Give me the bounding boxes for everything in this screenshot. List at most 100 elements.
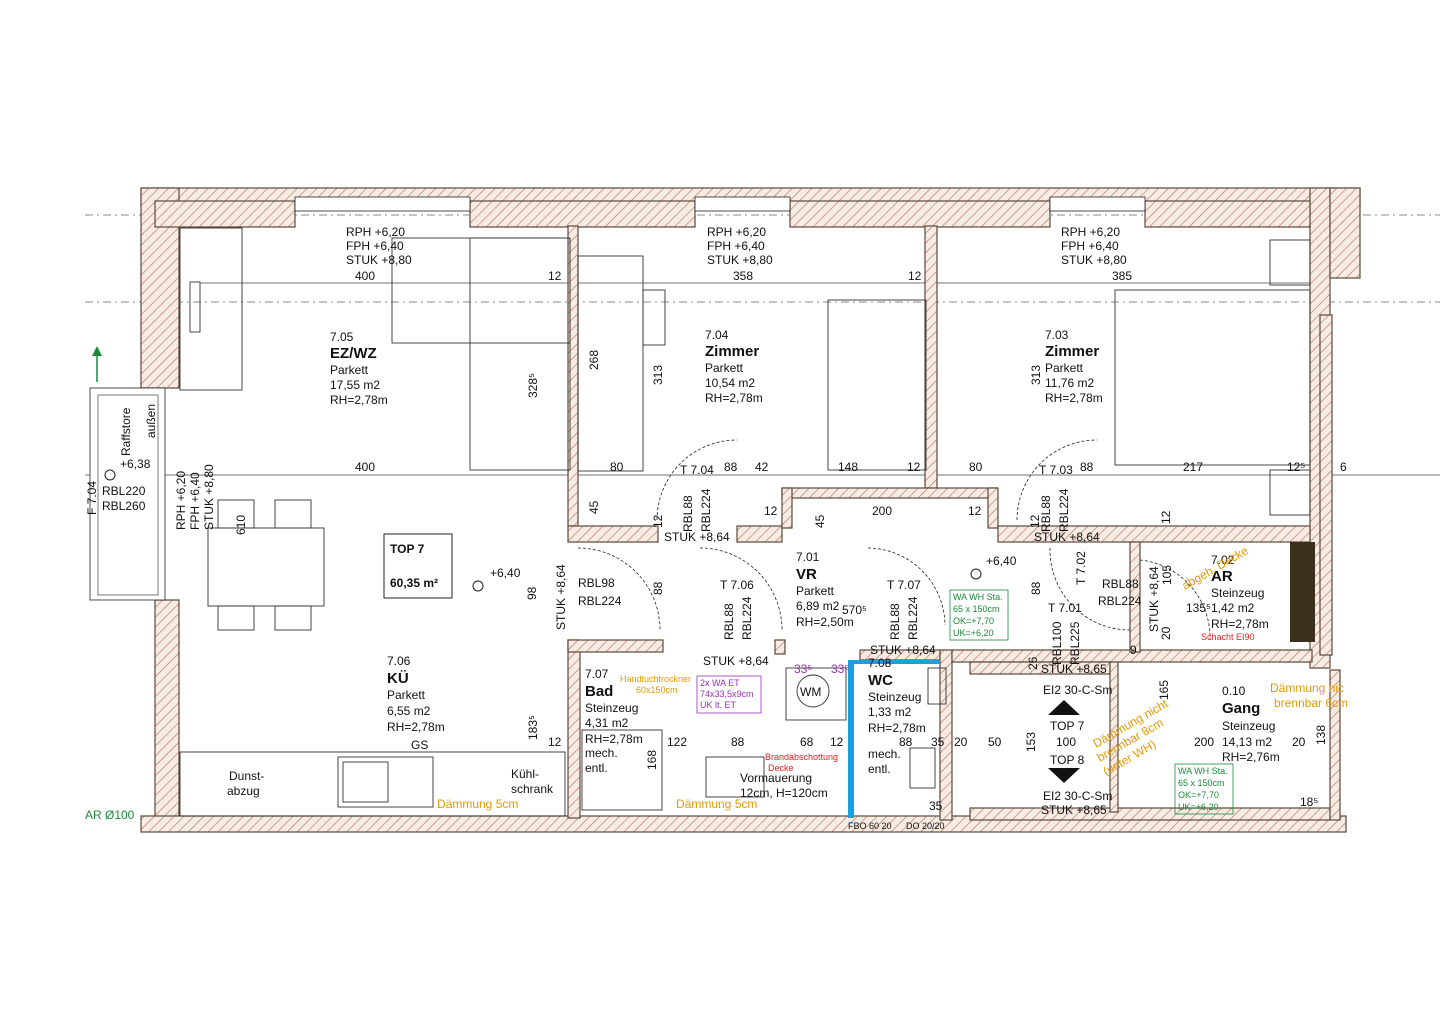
svg-text:WA WH Sta.: WA WH Sta. xyxy=(953,592,1003,602)
svg-text:KÜ: KÜ xyxy=(387,670,409,687)
svg-text:7.02: 7.02 xyxy=(1211,553,1235,567)
svg-text:80: 80 xyxy=(610,460,624,474)
svg-text:RPH +6,20: RPH +6,20 xyxy=(174,471,188,530)
level-marker xyxy=(104,469,982,592)
svg-text:153: 153 xyxy=(1024,732,1038,752)
svg-text:FPH +6,40: FPH +6,40 xyxy=(707,239,765,253)
svg-text:VR: VR xyxy=(796,566,817,583)
svg-text:7.03: 7.03 xyxy=(1045,328,1069,342)
svg-text:STUK +8,64: STUK +8,64 xyxy=(1147,566,1161,632)
svg-text:RBL260: RBL260 xyxy=(102,499,146,513)
svg-text:AR Ø100: AR Ø100 xyxy=(85,808,135,822)
svg-text:RBL88: RBL88 xyxy=(888,603,902,640)
svg-text:268: 268 xyxy=(587,350,601,370)
svg-text:0.10: 0.10 xyxy=(1222,684,1246,698)
apartment-box xyxy=(383,533,453,599)
svg-text:EI2 30-C-Sm: EI2 30-C-Sm xyxy=(1043,789,1112,803)
svg-text:7.08: 7.08 xyxy=(868,656,892,670)
svg-text:STUK +8,65: STUK +8,65 xyxy=(1041,662,1107,676)
apartment-area: 60,35 m² xyxy=(390,576,438,590)
svg-text:88: 88 xyxy=(1029,581,1043,595)
svg-text:RBL224: RBL224 xyxy=(699,488,713,532)
svg-text:610: 610 xyxy=(234,515,248,535)
svg-text:148: 148 xyxy=(838,460,858,474)
svg-text:F 7.04: F 7.04 xyxy=(85,481,99,515)
svg-text:Dämmung 5cm: Dämmung 5cm xyxy=(437,797,518,811)
svg-text:88: 88 xyxy=(899,735,913,749)
svg-text:+6,40: +6,40 xyxy=(490,566,521,580)
svg-text:EI2 30-C-Sm: EI2 30-C-Sm xyxy=(1043,683,1112,697)
svg-text:12: 12 xyxy=(1159,510,1173,524)
svg-text:Parkett: Parkett xyxy=(796,584,835,598)
svg-text:12: 12 xyxy=(764,504,778,518)
shaft-wall xyxy=(848,660,940,664)
svg-text:7.04: 7.04 xyxy=(705,328,729,342)
svg-text:358: 358 xyxy=(733,269,753,283)
svg-text:45: 45 xyxy=(813,514,827,528)
svg-text:UK=+6,20: UK=+6,20 xyxy=(1178,802,1219,812)
svg-text:12: 12 xyxy=(651,514,665,528)
svg-text:RBL100: RBL100 xyxy=(1050,621,1064,665)
svg-text:RBL88: RBL88 xyxy=(1039,495,1053,532)
svg-text:Zimmer: Zimmer xyxy=(705,343,759,360)
room-zimmer-7-03: 7.03 Zimmer Parkett 11,76 m2 RH=2,78m xyxy=(1045,328,1103,405)
svg-text:FPH +6,40: FPH +6,40 xyxy=(1061,239,1119,253)
svg-text:T 7.07: T 7.07 xyxy=(887,578,921,592)
svg-text:6: 6 xyxy=(1340,460,1347,474)
svg-text:11,76 m2: 11,76 m2 xyxy=(1045,376,1094,390)
svg-text:45: 45 xyxy=(587,500,601,514)
svg-text:Dämmung 5cm: Dämmung 5cm xyxy=(676,797,757,811)
svg-text:STUK +8,80: STUK +8,80 xyxy=(1061,253,1127,267)
shaft-pipes xyxy=(1290,542,1315,642)
svg-text:217: 217 xyxy=(1183,460,1203,474)
svg-text:Brandabschottung: Brandabschottung xyxy=(765,752,838,762)
room-vr: 7.01 VR Parkett 6,89 m2 RH=2,50m xyxy=(796,550,854,629)
svg-text:RH=2,76m: RH=2,76m xyxy=(1222,750,1280,764)
svg-text:RBL224: RBL224 xyxy=(740,596,754,640)
svg-text:26: 26 xyxy=(1026,656,1040,670)
svg-text:20: 20 xyxy=(1159,626,1173,640)
svg-text:400: 400 xyxy=(355,460,375,474)
svg-text:12: 12 xyxy=(907,460,921,474)
svg-text:RPH +6,20: RPH +6,20 xyxy=(1061,225,1120,239)
svg-text:12: 12 xyxy=(908,269,922,283)
svg-text:RBL220: RBL220 xyxy=(102,484,146,498)
svg-text:RBL88: RBL88 xyxy=(681,495,695,532)
svg-text:50: 50 xyxy=(988,735,1002,749)
svg-text:68: 68 xyxy=(800,735,814,749)
svg-text:80: 80 xyxy=(969,460,983,474)
svg-text:RH=2,78m: RH=2,78m xyxy=(585,732,643,746)
svg-text:9: 9 xyxy=(1130,643,1137,657)
svg-text:65 x 150cm: 65 x 150cm xyxy=(1178,778,1225,788)
svg-text:RBL224: RBL224 xyxy=(1098,594,1142,608)
svg-text:EZ/WZ: EZ/WZ xyxy=(330,345,377,362)
svg-text:Steinzeug: Steinzeug xyxy=(1222,719,1275,733)
svg-text:88: 88 xyxy=(731,735,745,749)
svg-text:RH=2,78m: RH=2,78m xyxy=(1045,391,1103,405)
svg-text:UK=+6,20: UK=+6,20 xyxy=(953,628,994,638)
svg-text:328⁵: 328⁵ xyxy=(526,373,540,398)
shaft-wall xyxy=(848,660,854,818)
svg-text:88: 88 xyxy=(724,460,738,474)
svg-text:Gang: Gang xyxy=(1222,700,1260,717)
svg-text:WA WH Sta.: WA WH Sta. xyxy=(1178,766,1228,776)
svg-text:T 7.02: T 7.02 xyxy=(1074,551,1088,585)
svg-text:STUK +8,65: STUK +8,65 xyxy=(1041,803,1107,817)
svg-text:1,42 m2: 1,42 m2 xyxy=(1211,601,1255,615)
svg-text:20: 20 xyxy=(1292,735,1306,749)
svg-text:35: 35 xyxy=(929,799,943,813)
svg-text:313: 313 xyxy=(1029,365,1043,385)
svg-text:60x150cm: 60x150cm xyxy=(636,685,678,695)
svg-text:STUK +8,64: STUK +8,64 xyxy=(1034,530,1100,544)
svg-text:6,55 m2: 6,55 m2 xyxy=(387,704,431,718)
svg-text:T 7.06: T 7.06 xyxy=(720,578,754,592)
svg-text:313: 313 xyxy=(651,365,665,385)
svg-text:RBL88: RBL88 xyxy=(722,603,736,640)
room-bad: 7.07 Bad Steinzeug 4,31 m2 RH=2,78m xyxy=(585,667,643,746)
svg-text:74x33,5x9cm: 74x33,5x9cm xyxy=(700,689,754,699)
svg-text:33⁵: 33⁵ xyxy=(831,662,849,676)
svg-text:Bad: Bad xyxy=(585,683,613,700)
svg-text:FPH +6,40: FPH +6,40 xyxy=(346,239,404,253)
svg-text:42: 42 xyxy=(755,460,769,474)
svg-text:12: 12 xyxy=(548,269,562,283)
